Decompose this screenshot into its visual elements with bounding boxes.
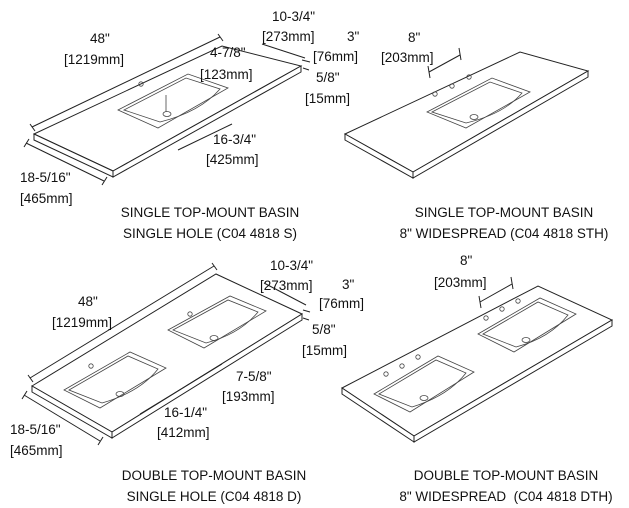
- width-mm-label: [1219mm]: [64, 52, 124, 67]
- spread-label: 8": [460, 253, 473, 268]
- faucet-hole-icon: [432, 91, 438, 97]
- drain-icon: [209, 335, 219, 341]
- basin-width-label: 16-1/4": [164, 405, 207, 420]
- drain-icon: [419, 395, 429, 401]
- caption-line-2: SINGLE HOLE (C04 4818 D): [126, 489, 302, 504]
- countertop-side-edge: [111, 313, 303, 439]
- caption-single-hole: SINGLE TOP-MOUNT BASIN SINGLE HOLE (C04 …: [60, 202, 360, 244]
- backsplash-label: 3": [347, 29, 360, 44]
- faucet-hole-icon: [466, 74, 472, 80]
- faucet-hole-icon: [138, 81, 144, 87]
- basin-rim: [117, 73, 229, 129]
- countertop-side-edge: [412, 70, 589, 179]
- depth-mm-label: [465mm]: [10, 443, 63, 458]
- spread-dimension-line: [428, 54, 461, 73]
- drain-icon: [162, 111, 172, 117]
- backsplash-mm-label: [76mm]: [319, 296, 364, 311]
- single-hole-vanity-drawing: 48" [1219mm] 10-3/4" [273mm] 3" [76mm] 4…: [20, 9, 360, 206]
- faucet-hole-icon: [515, 298, 521, 304]
- width-dimension-line: [29, 265, 215, 379]
- depth-top-dimension-line: [261, 43, 306, 59]
- faucet-hole-icon: [383, 371, 389, 377]
- caption-line-1: SINGLE TOP-MOUNT BASIN: [120, 205, 300, 220]
- basin-rim-left: [373, 355, 475, 413]
- double-widespread-vanity-drawing: 8" [203mm]: [341, 253, 614, 443]
- faucet-hole-icon: [499, 306, 505, 312]
- basin-bowl-right: [482, 301, 569, 348]
- basin-gap-mm-label: [193mm]: [222, 389, 275, 404]
- basin-width-mm-label: [425mm]: [206, 152, 259, 167]
- caption-line-2: SINGLE HOLE (C04 4818 S): [122, 226, 298, 241]
- depth-top-mm-label: [273mm]: [260, 278, 313, 293]
- thickness-label: 5/8": [316, 70, 340, 85]
- caption-line-2: 8" WIDESPREAD (C04 4818 DTH): [399, 489, 613, 504]
- faucet-hole-icon: [415, 354, 421, 360]
- width-label: 48": [90, 31, 110, 46]
- depth-top-label: 10-3/4": [272, 9, 315, 24]
- depth-top-mm-label: [273mm]: [262, 29, 315, 44]
- backsplash-label: 3": [342, 277, 355, 292]
- basin-bowl: [122, 77, 221, 123]
- basin-bowl-right: [172, 299, 259, 344]
- thickness-label: 5/8": [312, 322, 336, 337]
- caption-double-widespread: DOUBLE TOP-MOUNT BASIN 8" WIDESPREAD (C0…: [356, 465, 629, 507]
- double-hole-vanity-drawing: 48" [1219mm] 10-3/4" [273mm] 3" [76mm] 5…: [10, 258, 364, 458]
- countertop-slab: [341, 285, 614, 437]
- backsplash-mm-label: [76mm]: [313, 49, 358, 64]
- depth-top-dimension-line: [263, 282, 307, 306]
- faucet-hole-icon: [483, 315, 489, 321]
- caption-double-hole: DOUBLE TOP-MOUNT BASIN SINGLE HOLE (C04 …: [64, 465, 364, 507]
- width-dimension-line: [31, 36, 221, 128]
- caption-line-2: 8" WIDESPREAD (C04 4818 STH): [399, 226, 609, 241]
- countertop-side-edge: [112, 65, 302, 178]
- basin-offset-mm-label: [123mm]: [200, 67, 253, 82]
- basin-rim: [426, 77, 531, 129]
- basin-width-dimension-line: [177, 123, 233, 151]
- depth-label: 18-5/16": [20, 170, 71, 185]
- drain-icon: [469, 114, 479, 120]
- basin-width-label: 16-3/4": [213, 132, 256, 147]
- single-widespread-vanity-drawing: 8" [203mm]: [343, 30, 590, 179]
- caption-line-1: DOUBLE TOP-MOUNT BASIN: [121, 468, 307, 483]
- caption-line-1: SINGLE TOP-MOUNT BASIN: [414, 205, 594, 220]
- depth-top-label: 10-3/4": [270, 258, 313, 273]
- caption-line-1: DOUBLE TOP-MOUNT BASIN: [413, 468, 599, 483]
- basin-bowl-left: [378, 359, 467, 408]
- basin-offset-label: 4-7/8": [210, 45, 246, 60]
- basin-bowl: [430, 81, 523, 124]
- spread-label: 8": [408, 30, 421, 45]
- spread-dimension-line: [479, 283, 513, 303]
- depth-mm-label: [465mm]: [20, 191, 73, 206]
- width-mm-label: [1219mm]: [52, 315, 112, 330]
- thickness-mm-label: [15mm]: [305, 91, 350, 106]
- faucet-hole-icon: [449, 83, 455, 89]
- basin-gap-dimension-line: [185, 363, 223, 387]
- caption-single-widespread: SINGLE TOP-MOUNT BASIN 8" WIDESPREAD (C0…: [354, 202, 629, 244]
- spread-mm-label: [203mm]: [381, 50, 434, 65]
- basin-width-dimension-line: [139, 385, 187, 415]
- faucet-hole-icon: [88, 363, 94, 369]
- spread-mm-label: [203mm]: [434, 275, 487, 290]
- drain-icon: [521, 337, 531, 343]
- basin-rim-right: [167, 295, 267, 349]
- basin-gap-label: 7-5/8": [236, 369, 272, 384]
- width-label: 48": [78, 294, 98, 309]
- thickness-mm-label: [15mm]: [302, 343, 347, 358]
- basin-bowl-left: [68, 355, 159, 404]
- depth-label: 18-5/16": [10, 422, 61, 437]
- basin-rim-left: [63, 351, 167, 409]
- countertop-side-edge: [413, 319, 613, 443]
- drain-icon: [115, 391, 125, 397]
- faucet-hole-icon: [399, 363, 405, 369]
- faucet-hole-icon: [187, 311, 193, 317]
- basin-rim-right: [477, 297, 577, 353]
- depth-dimension-line: [25, 142, 105, 182]
- basin-width-mm-label: [412mm]: [157, 425, 210, 440]
- depth-dimension-line: [23, 394, 101, 442]
